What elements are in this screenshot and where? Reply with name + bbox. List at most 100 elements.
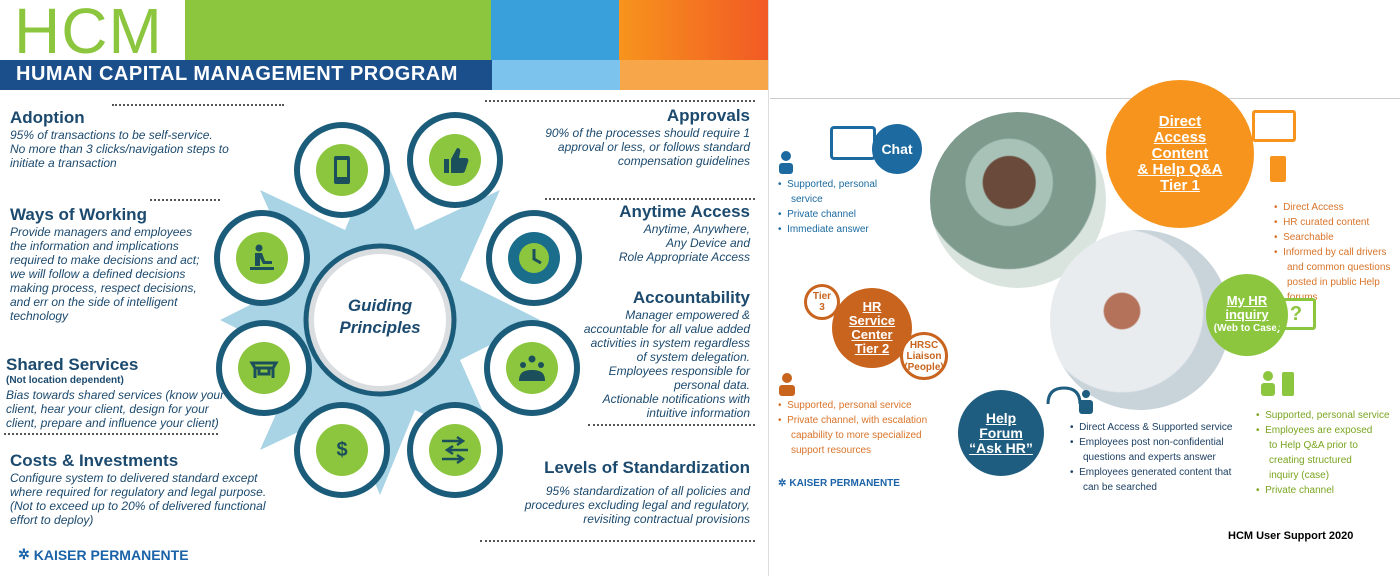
ring-adoption — [294, 122, 390, 218]
arrows-icon — [429, 424, 481, 476]
forum-bullet-2b: questions and experts answer — [1083, 452, 1216, 463]
shared-line-2: client, hear your client, design for you… — [6, 402, 209, 416]
myhr-bullets: • Supported, personal service • Employee… — [1256, 408, 1398, 498]
tier2-bullet-2c: support resources — [791, 445, 872, 456]
team-icon — [506, 342, 558, 394]
principle-ways: Ways of Working Provide managers and emp… — [10, 205, 220, 323]
hr-service-center-circle: HR Service Center Tier 2 — [832, 288, 912, 368]
myhr-bullet-2d: inquiry (case) — [1269, 470, 1330, 481]
costs-line-3: (Not to exceed up to 20% of delivered fu… — [10, 499, 266, 513]
center-line-1: Guiding — [347, 296, 413, 315]
tier3-line-1: Tier — [812, 291, 832, 302]
photo-doctors — [1050, 230, 1230, 410]
tier2-line-4: Tier 2 — [854, 341, 890, 356]
ring-ways — [214, 210, 310, 306]
program-title: HUMAN CAPITAL MANAGEMENT PROGRAM — [16, 63, 458, 85]
direct-line-1: Direct — [1158, 113, 1202, 130]
forum-bullets: • Direct Access & Supported service • Em… — [1070, 420, 1270, 495]
chat-bullet-1b: service — [791, 194, 823, 205]
ring-anytime — [486, 210, 582, 306]
adoption-title: Adoption — [10, 108, 85, 127]
forum-line-1: Help — [985, 409, 1017, 426]
person-icon-chat — [778, 150, 794, 174]
principle-levels: Levels of Standardization 95% standardiz… — [510, 458, 750, 526]
myhr-bullet-2b: to Help Q&A prior to — [1269, 440, 1358, 451]
mobile-icon — [316, 144, 368, 196]
direct-bullet-4d: forums — [1287, 292, 1318, 303]
kaiser-symbol-icon: ✲ — [18, 546, 30, 562]
direct-line-4: & Help Q&A — [1137, 161, 1223, 178]
program-bar — [0, 60, 492, 90]
kaiser-logo-right: ✲ KAISER PERMANENTE — [778, 478, 900, 489]
levels-line-1: 95% standardization of all policies and — [545, 484, 750, 498]
kaiser-logo-text-right: KAISER PERMANENTE — [789, 478, 900, 489]
ways-line-1: Provide managers and employees — [10, 225, 193, 239]
accountability-title: Accountability — [632, 288, 750, 307]
principle-approvals: Approvals 90% of the processes should re… — [500, 106, 750, 168]
chat-label: Chat — [881, 141, 913, 157]
dollar-icon: $ — [316, 424, 368, 476]
ring-shared — [216, 320, 312, 416]
hrsc-line-3: (People) — [904, 361, 944, 373]
accountability-line-2: accountable for all value added — [583, 322, 750, 336]
direct-bullet-1: • Direct Access — [1274, 202, 1344, 213]
top-divider — [770, 98, 1400, 99]
forum-bullet-3b: can be searched — [1083, 482, 1157, 493]
shared-sub: (Not location dependent) — [6, 375, 124, 386]
chat-bubble-icon — [830, 126, 876, 160]
levels-line-3: revisiting contractual provisions — [583, 512, 750, 526]
connector-approvals — [485, 100, 755, 102]
center-label: Guiding Principles — [330, 295, 430, 339]
header-orange-block — [619, 0, 768, 62]
adoption-line-2: No more than 3 clicks/navigation steps t… — [10, 142, 229, 156]
myhr-line-1: My HR — [1226, 293, 1268, 308]
accountability-line-5: Employees responsible for — [608, 364, 750, 378]
anytime-line-2: Any Device and — [665, 236, 750, 250]
shared-line-1: Bias towards shared services (know your — [6, 388, 225, 402]
dollar-symbol: $ — [336, 438, 348, 461]
ways-line-5: making process, respect decisions, — [10, 281, 197, 295]
principle-anytime: Anytime Access Anytime, Anywhere, Any De… — [560, 202, 750, 264]
kaiser-logo-left: ✲ KAISER PERMANENTE — [18, 546, 189, 563]
question-monitor-icon: ? — [1276, 298, 1316, 330]
myhr-line-3: (Web to Case) — [1213, 323, 1281, 334]
worker-desk-icon — [236, 232, 288, 284]
tier3-line-2: 3 — [819, 302, 825, 313]
tier2-bullet-2b: capability to more specialized — [791, 430, 922, 441]
ways-line-7: technology — [10, 309, 69, 323]
connector-shared — [4, 433, 218, 435]
hrsc-liaison-circle: HRSC Liaison (People) — [900, 332, 948, 380]
forum-people-icon — [1044, 384, 1094, 418]
principle-accountability: Accountability Manager empowered & accou… — [575, 288, 750, 420]
my-hr-inquiry-circle: My HR inquiry (Web to Case) — [1206, 274, 1288, 356]
accountability-line-6: personal data. — [673, 378, 750, 392]
shared-desk-icon — [238, 342, 290, 394]
ways-line-2: the information and implications — [10, 239, 179, 253]
program-bar-orange — [620, 60, 768, 90]
ring-approvals — [407, 112, 503, 208]
header-blue-block — [491, 0, 619, 62]
approvals-line-2: approval or less, or follows standard — [557, 140, 750, 154]
ways-title: Ways of Working — [10, 205, 147, 224]
forum-line-3: “Ask HR” — [969, 439, 1033, 456]
hrsc-line-1: HRSC — [909, 339, 939, 351]
guiding-principles-slide: HCM HUMAN CAPITAL MANAGEMENT PROGRAM Gui… — [0, 0, 769, 576]
levels-line-2: procedures excluding legal and regulator… — [524, 498, 750, 512]
wheel-center — [314, 254, 446, 386]
monitor-icon — [1252, 110, 1296, 142]
connector-levels — [480, 540, 755, 542]
direct-line-5: Tier 1 — [1160, 177, 1200, 194]
direct-bullet-4b: and common questions — [1287, 262, 1391, 273]
myhr-bullet-3: • Private channel — [1256, 485, 1334, 496]
connector-ways — [150, 199, 220, 201]
adoption-line-1: 95% of transactions to be self-service. — [10, 128, 213, 142]
chat-bullet-1: • Supported, personal — [778, 179, 878, 190]
tier2-bullets: • Supported, personal service • Private … — [778, 398, 938, 458]
costs-title: Costs & Investments — [10, 451, 179, 470]
connector-accountability — [588, 424, 755, 426]
accountability-line-8: intuitive information — [646, 406, 750, 420]
accountability-line-1: Manager empowered & — [625, 308, 750, 322]
tier2-bullet-1: • Supported, personal service — [778, 400, 912, 411]
footer-label: HCM User Support 2020 — [1228, 530, 1354, 542]
chat-bullet-2: • Private channel — [778, 209, 856, 220]
